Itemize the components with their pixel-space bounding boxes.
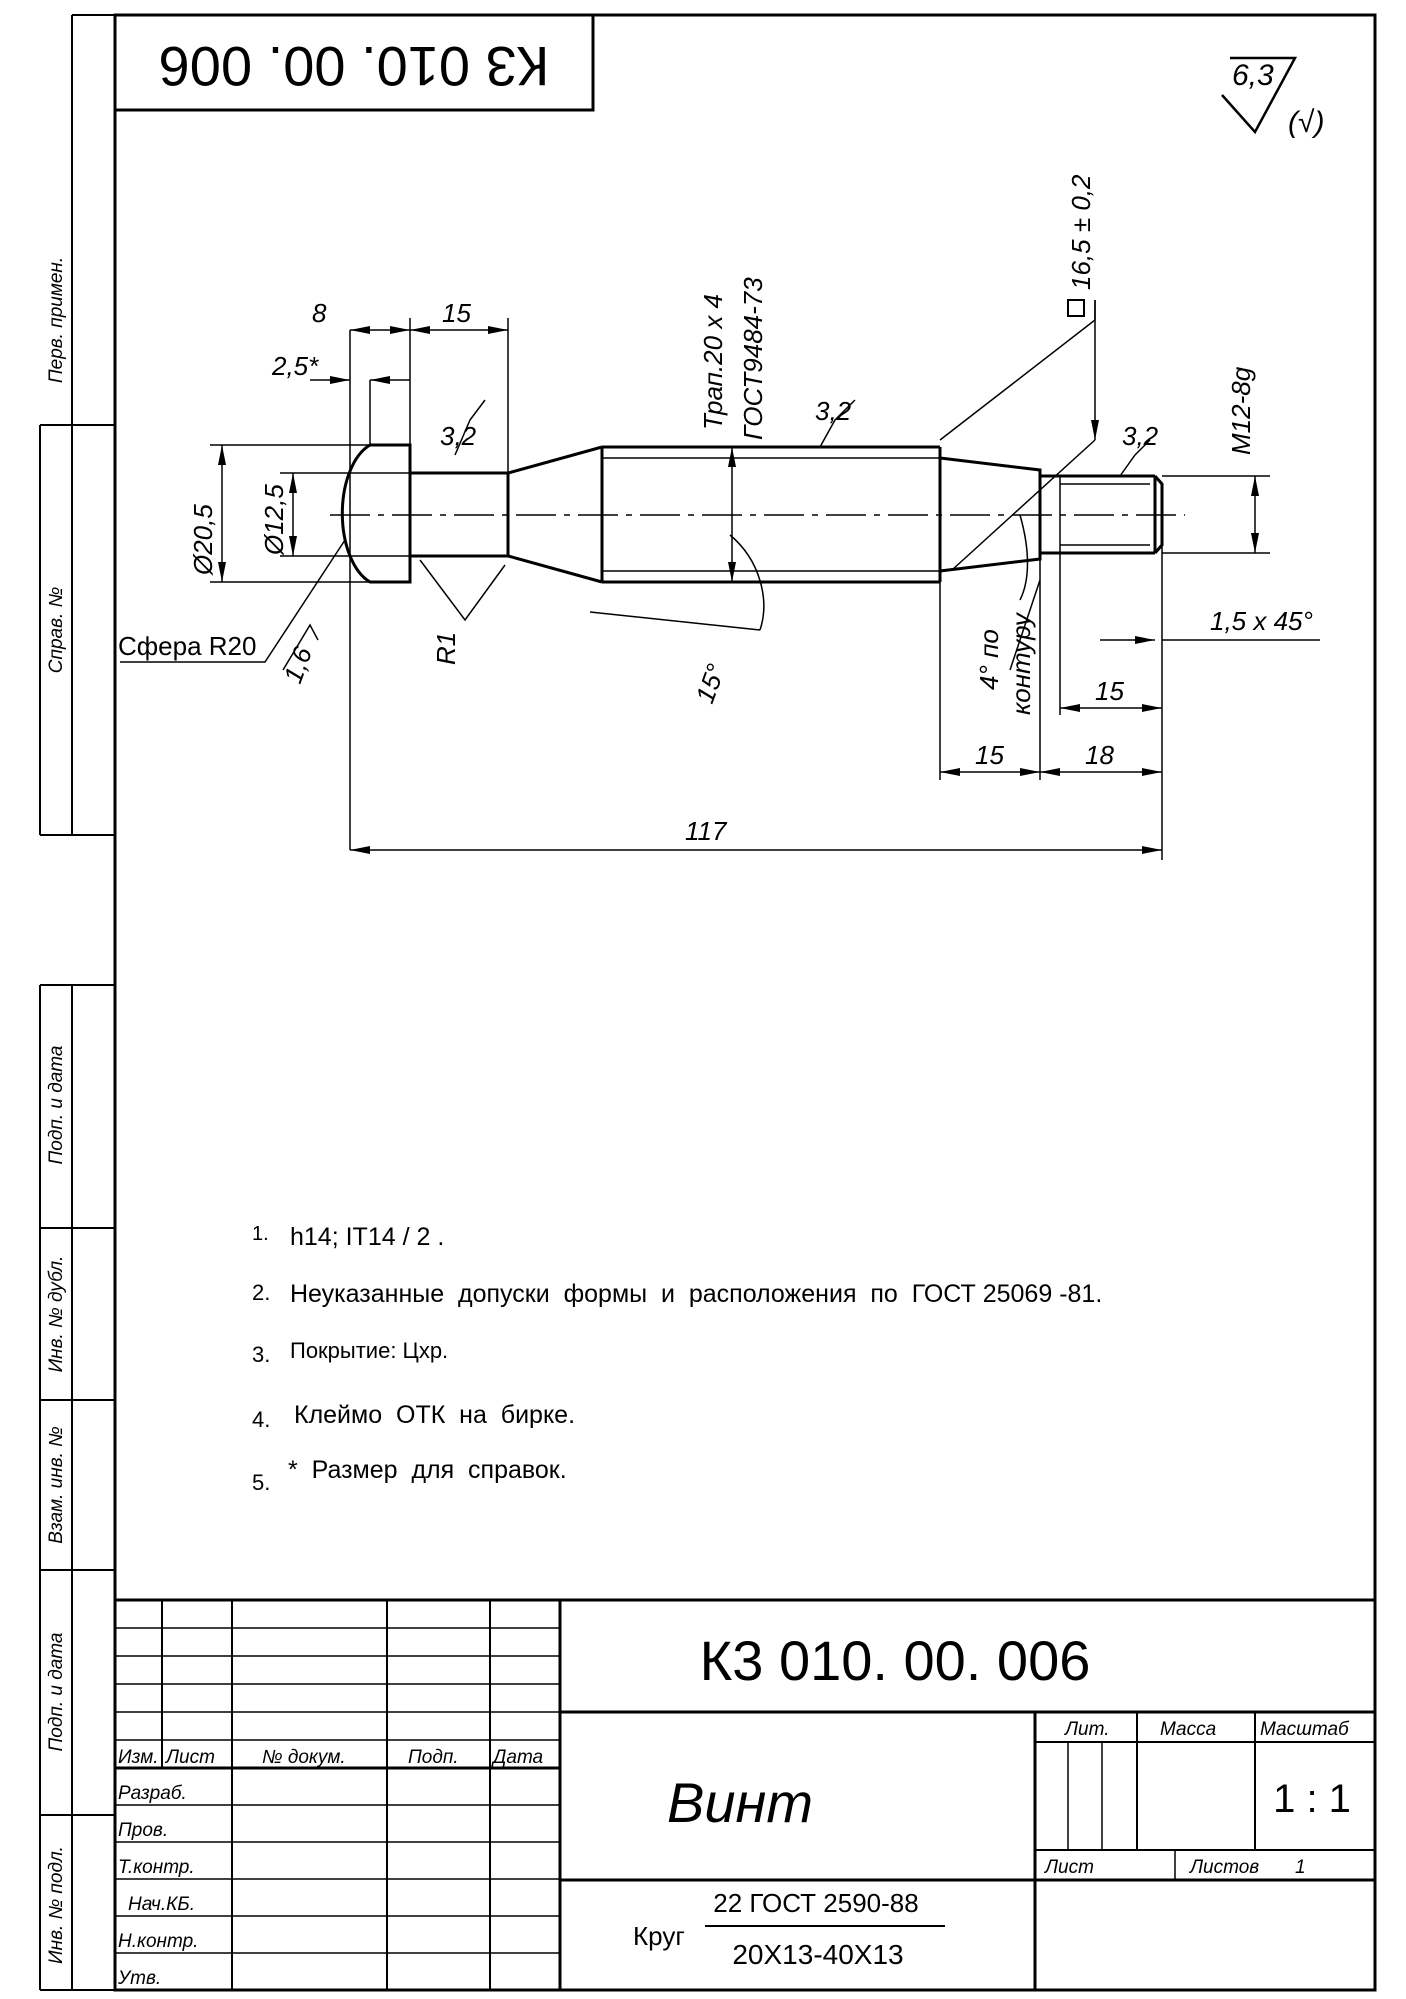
dim-ra-end: 3,2 [1122,421,1159,451]
note-3-text: Покрытие: Цхр. [290,1338,448,1363]
roughness-symbol: 6,3 (√) [1221,56,1324,139]
tb-header-doc: № докум. [262,1747,346,1768]
note-5-num: 5. [252,1470,270,1495]
note-1-text: h14; IT14 / 2 . [290,1223,444,1251]
technical-notes: 1. h14; IT14 / 2 . 2. Неуказанные допуск… [252,1223,1102,1495]
square-symbol-icon [1067,299,1085,317]
tb-mass-label: Масса [1160,1719,1216,1740]
note-3-num: 3. [252,1342,270,1367]
roughness-other: (√) [1288,106,1324,139]
dim-thread-main-2: ГОСТ9484-73 [738,277,768,440]
tb-part-name: Винт [667,1771,813,1834]
dim-2-5: 2,5* [271,351,319,381]
dim-sphere: Сфера R20 [118,631,256,661]
side-label-vzam: Взам. инв. № [46,1426,67,1544]
tb-material-bottom: 20Х13-40Х13 [732,1939,903,1970]
dim-15: 15 [442,298,471,328]
tb-sheets-count: 1 [1295,1857,1306,1878]
dim-15-thread: 15 [1095,676,1124,706]
side-strip: Перв. примен. Справ. № Подп. и дата Инв.… [46,257,67,1964]
note-1-num: 1. [252,1223,269,1245]
note-2-num: 2. [252,1280,270,1305]
tb-lit-label: Лит. [1063,1719,1110,1740]
side-label-inv-podl: Инв. № подл. [46,1846,67,1964]
dim-ra-neck: 3,2 [440,421,477,451]
dim-ra-body: 3,2 [815,396,852,426]
dim-dia-head: Ø20,5 [188,504,218,576]
dim-chamfer: 1,5 х 45° [1210,606,1313,636]
dim-thread-end: M12-8g [1226,366,1256,455]
tb-scale-value: 1 : 1 [1273,1777,1351,1821]
tb-material-prefix: Круг [633,1921,685,1951]
drawing-number-rotated: К3 010. 00. 006 [159,35,550,98]
note-5-text: * Размер для справок. [288,1456,567,1484]
tb-scale-label: Масштаб [1260,1719,1350,1740]
drawing-number-box [113,13,595,112]
dim-ra-sphere: 1,6 [277,642,318,687]
side-label-sprav: Справ. № [46,587,67,673]
dim-square: 16,5 ± 0,2 [1066,174,1096,290]
tb-designation: К3 010. 00. 006 [700,1629,1091,1692]
tb-role-prov: Пров. [118,1820,168,1841]
title-block-texts: Изм. Лист № докум. Подп. Дата Разраб. Пр… [117,1719,1350,1989]
dim-15-taper: 15 [975,740,1004,770]
tb-sheets-label: Листов [1188,1857,1259,1878]
note-2-text: Неуказанные допуски формы и расположения… [290,1280,1102,1308]
leaders [120,300,1151,671]
dim-117: 117 [685,816,728,846]
dim-taper-2: контуру [1006,611,1036,715]
tb-sheet-label: Лист [1043,1857,1094,1878]
tb-header-izm: Изм. [118,1747,159,1768]
side-label-perv: Перв. примен. [46,257,67,383]
tb-role-razrab: Разраб. [118,1783,187,1804]
tb-header-list: Лист [164,1747,215,1768]
dimension-texts: 8 15 2,5* 3,2 3,2 3,2 Ø20,5 Ø12,5 Трап.2… [118,174,1313,846]
side-label-podp1: Подп. и дата [46,1046,67,1165]
dim-18: 18 [1085,740,1114,770]
title-block [113,1598,1377,1992]
tb-role-tkontr: Т.контр. [118,1857,195,1878]
tb-header-date: Дата [491,1747,543,1768]
dim-thread-main-1: Трап.20 х 4 [698,294,728,430]
dim-dia-neck: Ø12,5 [259,484,289,556]
tb-role-utv: Утв. [117,1968,161,1989]
tb-header-sign: Подп. [408,1747,459,1768]
note-4-text: Клеймо ОТК на бирке. [294,1401,575,1429]
tb-role-nachkb: Нач.КБ. [128,1894,195,1915]
dimension-lines [210,300,1320,860]
side-label-podp2: Подп. и дата [46,1633,67,1752]
dim-8: 8 [312,298,327,328]
dim-angle-15: 15° [689,660,731,707]
dim-taper-1: 4° по [974,629,1004,690]
roughness-value: 6,3 [1232,59,1274,92]
side-label-inv-dubl: Инв. № дубл. [46,1256,67,1373]
dim-r1: R1 [431,632,461,665]
tb-role-nkontr: Н.контр. [118,1931,198,1952]
note-4-num: 4. [252,1407,270,1432]
tb-material-top: 22 ГОСТ 2590-88 [713,1888,918,1918]
